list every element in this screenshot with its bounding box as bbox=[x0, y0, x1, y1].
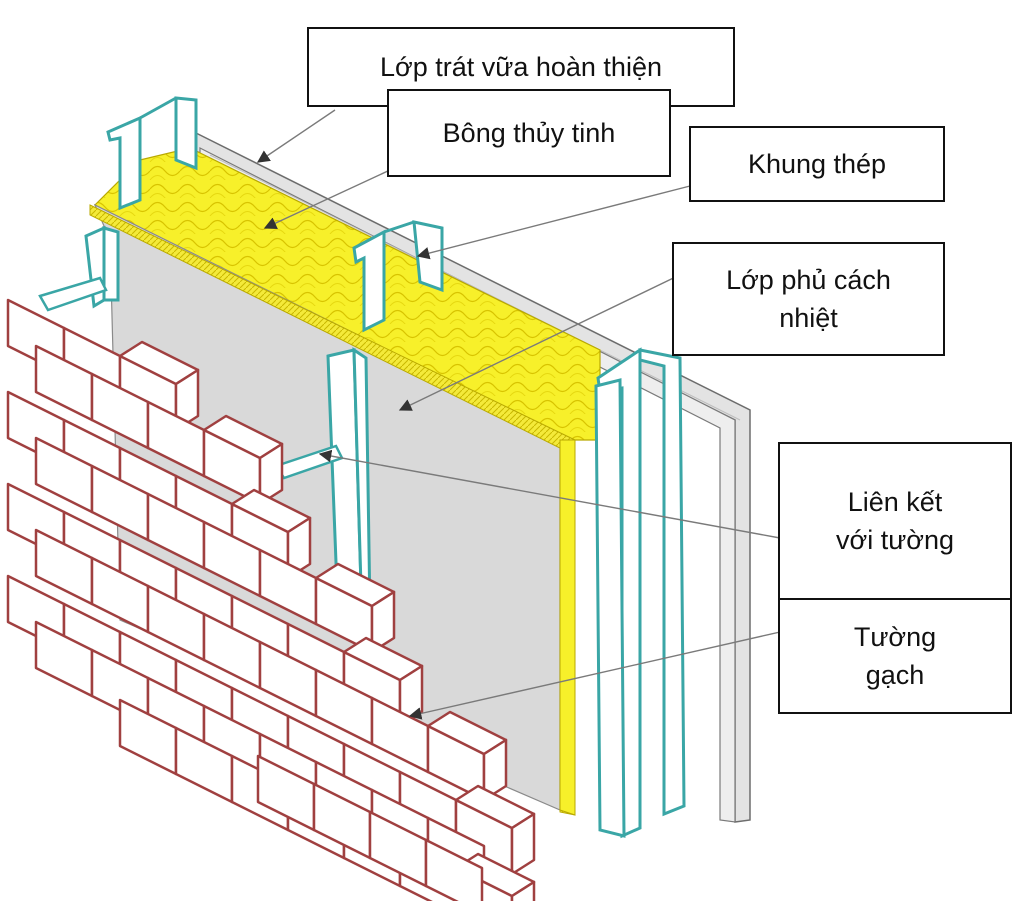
brick-face bbox=[424, 838, 484, 901]
steel-studs bbox=[84, 96, 686, 839]
brick-end bbox=[370, 590, 396, 654]
label-steel-frame-text: Khung thép bbox=[747, 149, 887, 179]
label-insulation-cover-text: Lớp phủ cách nhiệt bbox=[726, 265, 891, 333]
label-brick-wall-text: Tường gạch bbox=[853, 622, 937, 690]
label-insulation-cover: Lớp phủ cách nhiệt bbox=[672, 242, 945, 356]
label-wall-tie: Liên kết với tường bbox=[778, 442, 1012, 600]
brick-wall bbox=[6, 298, 536, 901]
label-brick-wall: Tường gạch bbox=[778, 598, 1012, 714]
label-render-finish-text: Lớp trát vữa hoàn thiện bbox=[380, 52, 662, 82]
brick-end bbox=[510, 812, 536, 876]
brick-end bbox=[510, 880, 536, 901]
brick-end bbox=[482, 738, 508, 802]
label-steel-frame: Khung thép bbox=[689, 126, 945, 202]
label-glass-wool: Bông thủy tinh bbox=[387, 89, 671, 177]
label-glass-wool-text: Bông thủy tinh bbox=[442, 118, 616, 148]
leader-lines bbox=[256, 109, 781, 720]
label-wall-tie-text: Liên kết với tường bbox=[835, 487, 955, 555]
brick-end bbox=[258, 442, 284, 506]
